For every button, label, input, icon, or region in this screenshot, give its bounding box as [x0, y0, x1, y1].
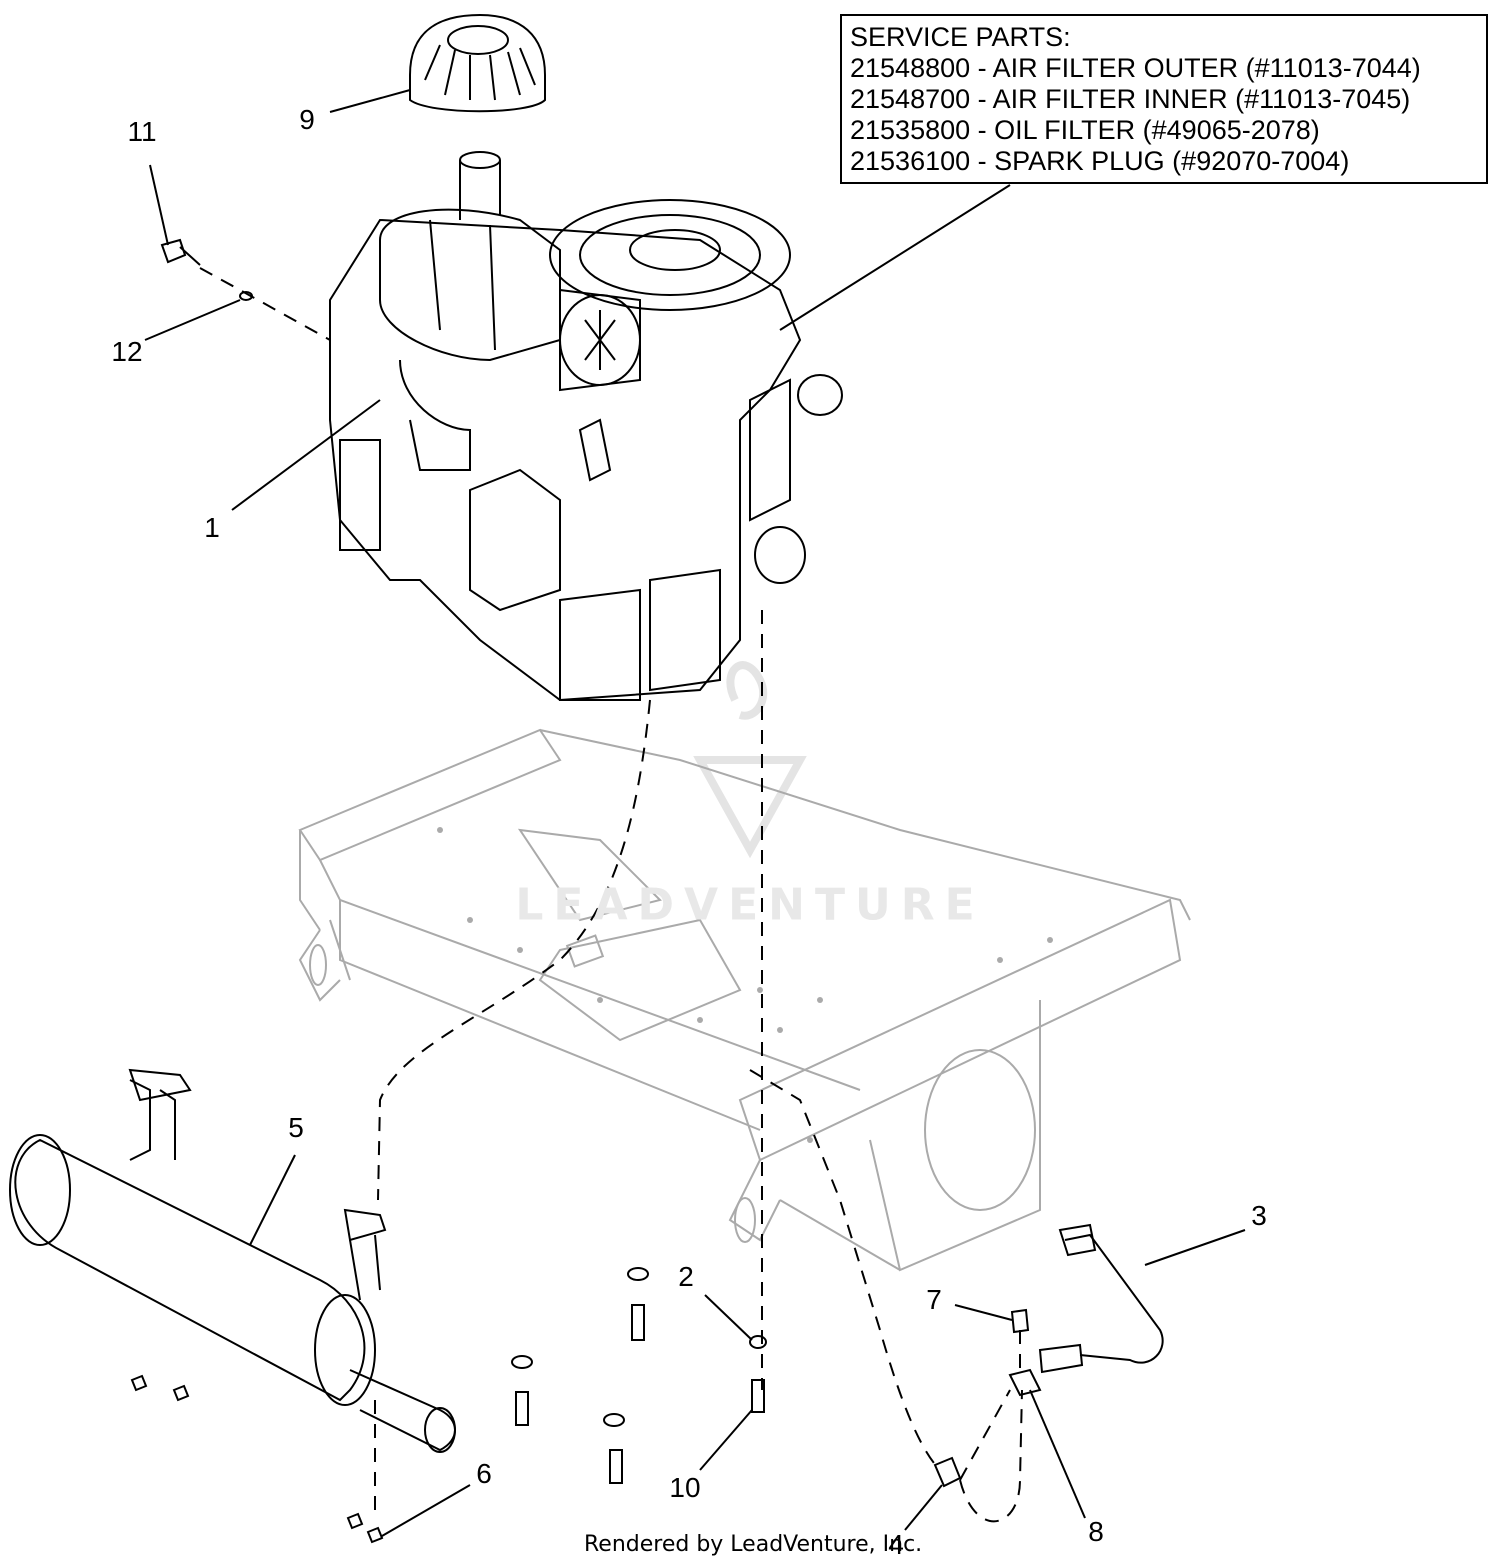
callout-5: 5 — [288, 1112, 304, 1143]
footer-credit: Rendered by LeadVenture, Inc. — [584, 1532, 923, 1557]
leader-lines — [144, 89, 1246, 1537]
service-part-line: 21535800 - OIL FILTER (#49065-2078) — [850, 115, 1320, 145]
callout-10: 10 — [669, 1472, 701, 1503]
hardware — [130, 1267, 1042, 1544]
service-part-line: 21536100 - SPARK PLUG (#92070-7004) — [850, 146, 1350, 176]
watermark-text: LEADVENTURE — [515, 879, 985, 931]
callout-7: 7 — [926, 1284, 942, 1315]
watermark-logo — [693, 661, 807, 859]
service-part-line: 21548800 - AIR FILTER OUTER (#11013-7044… — [850, 53, 1421, 83]
air-filter-cap — [409, 13, 546, 113]
engine-assembly — [329, 151, 843, 702]
dashed-guides — [374, 610, 1023, 1523]
service-part-line: 21548700 - AIR FILTER INNER (#11013-7045… — [850, 84, 1411, 114]
service-parts-box: SERVICE PARTS: 21548800 - AIR FILTER OUT… — [840, 14, 1488, 184]
callout-3: 3 — [1251, 1200, 1267, 1231]
callout-1: 1 — [204, 512, 220, 543]
callout-11: 11 — [127, 116, 157, 147]
callout-12: 12 — [111, 336, 143, 367]
muffler — [9, 1068, 456, 1453]
callout-8: 8 — [1088, 1516, 1104, 1547]
oil-drain-hose — [1038, 1223, 1164, 1374]
dashed-guide-11 — [199, 267, 331, 341]
bolt-11 — [160, 238, 201, 266]
chassis-frame — [298, 728, 1191, 1272]
callout-9: 9 — [299, 104, 315, 135]
service-parts-heading: SERVICE PARTS: — [850, 22, 1071, 52]
callout-2: 2 — [678, 1261, 694, 1292]
callout-6: 6 — [476, 1458, 492, 1489]
callout-4: 4 — [888, 1529, 904, 1560]
